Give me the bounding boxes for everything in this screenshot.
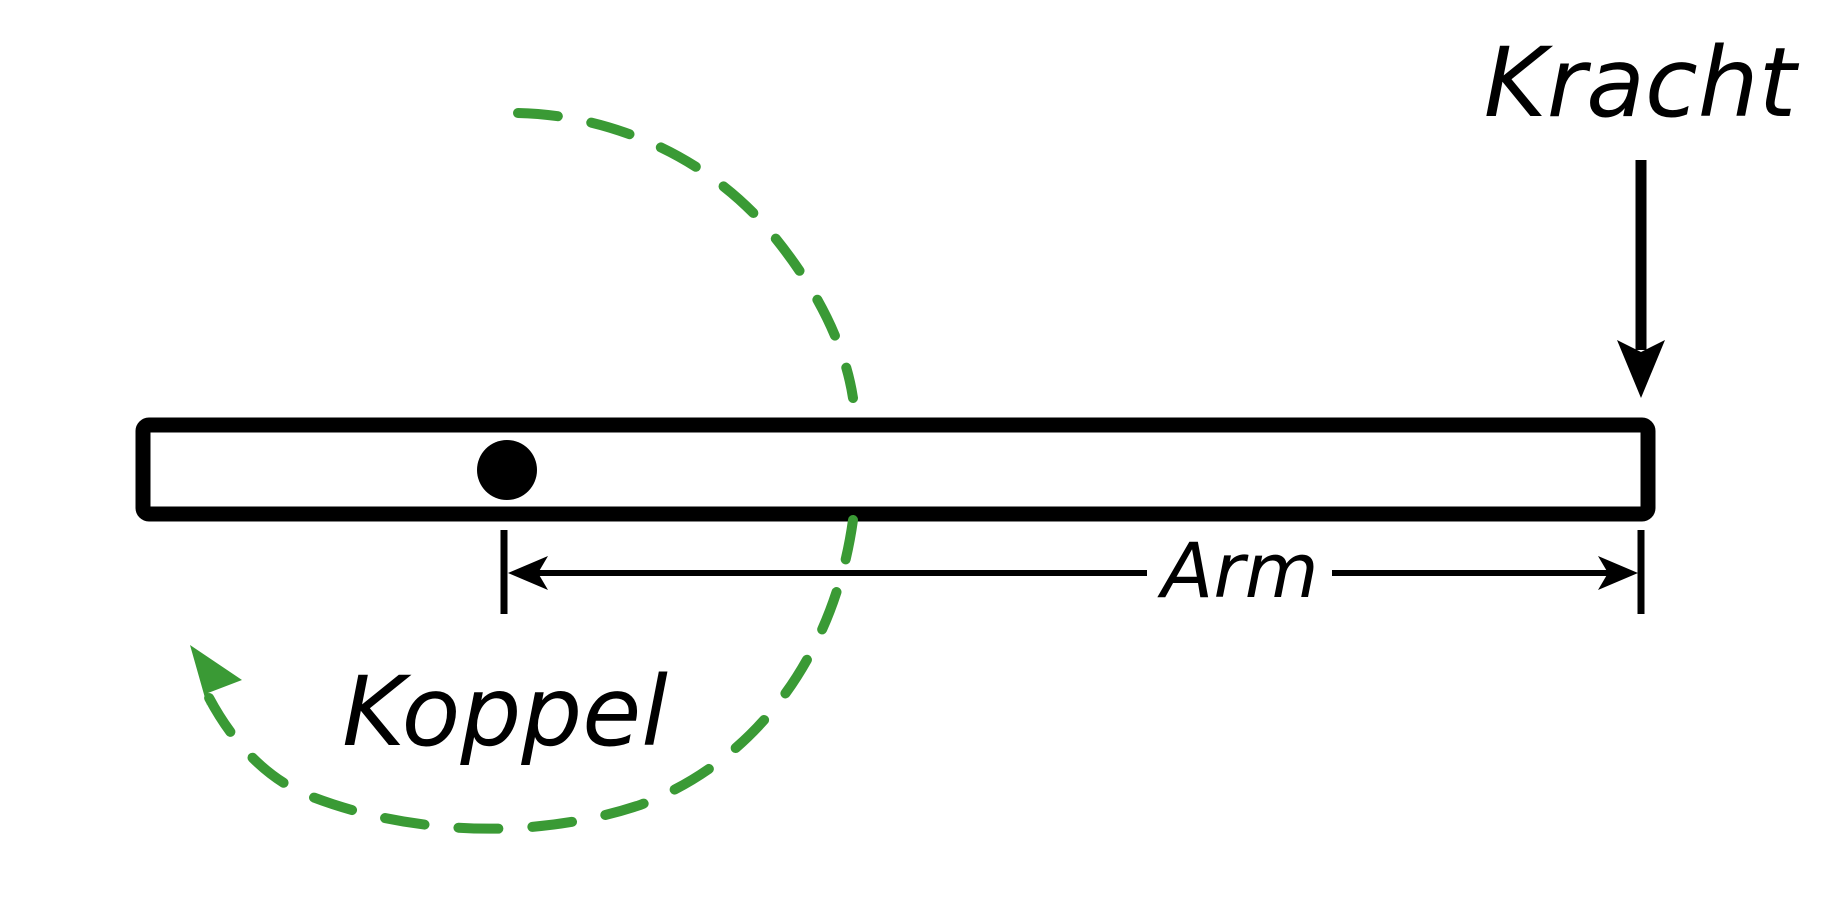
arm-label: Arm	[1156, 526, 1318, 615]
arm-arrowhead-left	[508, 556, 548, 590]
beam	[135, 417, 1656, 522]
couple-arc-upper	[513, 108, 858, 403]
pivot-point	[477, 440, 537, 500]
force-label: Kracht	[1484, 27, 1800, 139]
couple-arc-lower	[200, 515, 858, 834]
couple-arrowhead	[190, 645, 242, 705]
couple-label: Koppel	[342, 656, 668, 768]
arm-arrowhead-right	[1598, 556, 1638, 590]
force-arrowhead	[1617, 340, 1665, 398]
